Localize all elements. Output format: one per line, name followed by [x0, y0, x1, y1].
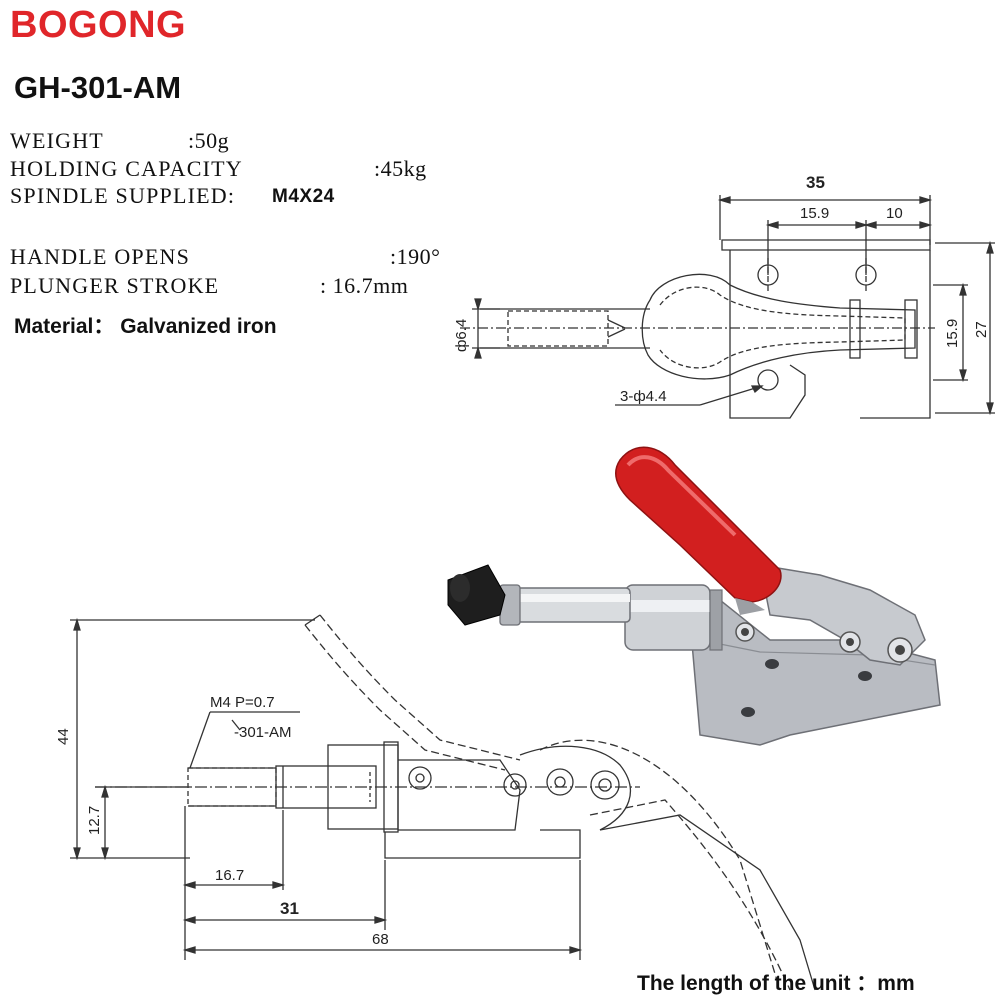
dim-10: 10 [886, 205, 903, 222]
dim-16-7: 16.7 [215, 867, 244, 884]
dim-15-9-vertical: 15.9 [944, 319, 961, 348]
spec-label: SPINDLE SUPPLIED: [10, 183, 236, 208]
spec-plunger-stroke: PLUNGER STROKE : 16.7mm [10, 273, 408, 299]
spec-label: PLUNGER STROKE [10, 273, 220, 298]
spec-value: : 16.7mm [320, 273, 409, 298]
spec-weight: WEIGHT :50g [10, 128, 229, 154]
unit-note: The length of the unit ：mm [637, 972, 915, 995]
model-ref-label: -301-AM [234, 724, 292, 741]
material-text: Material： Galvanized iron [14, 315, 277, 338]
spec-value: :45kg [374, 156, 427, 181]
spec-spindle: SPINDLE SUPPLIED: M4X24 [10, 183, 334, 209]
product-photo [447, 446, 941, 746]
spec-value: M4X24 [272, 186, 335, 207]
dim-holes: 3-ф4.4 [620, 388, 667, 405]
dim-31: 31 [280, 899, 299, 918]
thread-label: M4 P=0.7 [210, 694, 275, 711]
spec-holding-capacity: HOLDING CAPACITY :45kg [10, 156, 426, 182]
side-view-dimension-labels: 44 12.7 16.7 31 68 M4 P=0.7 -301-AM [55, 694, 389, 948]
brand-logo: BOGONG [10, 4, 187, 46]
dim-15-9: 15.9 [800, 205, 829, 222]
spec-label: WEIGHT [10, 128, 104, 153]
dim-35: 35 [806, 173, 825, 192]
dim-68: 68 [372, 931, 389, 948]
spec-value: :50g [188, 128, 230, 153]
dim-12-7: 12.7 [86, 806, 103, 835]
spec-handle-opens: HANDLE OPENS :190° [10, 244, 440, 270]
spec-value: :190° [390, 244, 441, 269]
dim-27: 27 [973, 321, 990, 338]
model-number: GH-301-AM [14, 70, 182, 105]
spec-label: HANDLE OPENS [10, 244, 191, 269]
spec-label: HOLDING CAPACITY [10, 156, 243, 181]
top-view-dimension-labels: 35 15.9 10 3-ф4.4 ф6.4 15.9 27 [453, 173, 990, 405]
dim-phi-6-4: ф6.4 [453, 319, 470, 352]
side-view-drawing [70, 614, 816, 991]
top-view-drawing [460, 195, 995, 419]
dim-44: 44 [55, 728, 72, 745]
